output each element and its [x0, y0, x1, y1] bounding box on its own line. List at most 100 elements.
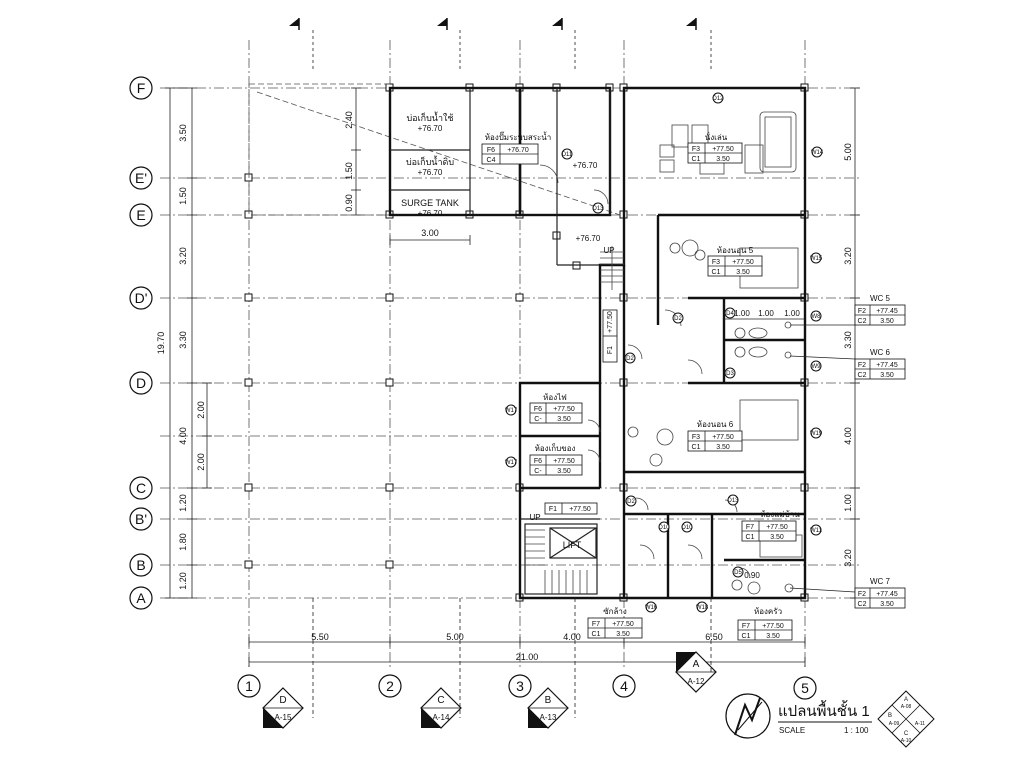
drawing-title-block: แปลนพื้นชั้น 1 SCALE 1 : 100	[778, 700, 872, 735]
room-name: ห้องไฟ	[543, 393, 567, 402]
tag-f: F7	[742, 623, 750, 630]
tag-fv: +77.50	[766, 524, 788, 531]
section-sheet: A-12	[688, 677, 705, 686]
section-letter: D	[279, 695, 286, 706]
dim-label: 2.40	[344, 111, 354, 129]
window-tag: W8	[812, 314, 822, 320]
dim-label: 1.00	[843, 494, 853, 512]
grid-col-label: 3	[516, 678, 524, 694]
tag-f: F3	[692, 434, 700, 441]
dim-label: 3.20	[843, 549, 853, 567]
dim-label: 3.50	[178, 124, 188, 142]
grid-row-label: B	[136, 557, 145, 573]
window-tag: W16	[645, 605, 658, 611]
dim-label: 3.00	[421, 228, 439, 238]
level-label: +76.70	[576, 234, 601, 243]
tag-f: F7	[746, 524, 754, 531]
dim-label: 1.50	[344, 162, 354, 180]
tag-c: C4	[487, 157, 496, 164]
dim-label: 5.00	[843, 143, 853, 161]
grid-row-bubbles: F E' E D' D C B' B A	[129, 76, 153, 610]
tag-cv: 3.50	[880, 601, 894, 608]
section-letter: B	[545, 695, 552, 706]
keyplan-label: A-11	[915, 721, 925, 727]
dim-label: 1.00	[784, 309, 800, 318]
tag-f: F7	[592, 621, 600, 628]
keyplan-label: A	[904, 697, 908, 703]
level-label: +76.70	[573, 161, 598, 170]
dim-label: 1.80	[178, 533, 188, 551]
dim-label: 5.00	[446, 632, 464, 642]
tag-c: C1	[712, 269, 721, 276]
window-tag: W14	[811, 150, 824, 156]
dim-label: 1.00	[734, 309, 750, 318]
window-tag: W11	[810, 528, 823, 534]
dim-label: 4.00	[563, 632, 581, 642]
tag-fv: +77.45	[876, 362, 898, 369]
dim-label: 1.00	[758, 309, 774, 318]
tag-fv: +77.50	[569, 506, 591, 513]
dim-label: 1.20	[178, 572, 188, 590]
section-marker: C A-14	[420, 598, 462, 729]
scale-value: 1 : 100	[844, 726, 869, 735]
door-window-tags: D11 D12 D13 D2 D2 D2 D3 D4 D5 D10 D10 D1…	[505, 92, 824, 613]
stair-label: UP	[529, 513, 540, 522]
grid-col-label: 4	[620, 678, 628, 694]
room-labels: บ่อเก็บน้ำใช้ +76.70 บ่อเก็บน้ำดิบ +76.7…	[401, 111, 800, 641]
dim-label: 1.20	[178, 494, 188, 512]
section-letter: C	[437, 695, 444, 706]
door-tag: D3	[726, 371, 734, 377]
section-marker: B A-13	[527, 598, 576, 729]
tag-cv: 3.50	[716, 156, 730, 163]
dim-label: 0.90	[344, 194, 354, 212]
door-tag: D10	[658, 525, 670, 531]
room-name: ซักล้าง	[603, 607, 627, 616]
tag-cv: 3.50	[736, 269, 750, 276]
dim-label: 4.00	[843, 427, 853, 445]
section-sheet: A-15	[275, 713, 292, 722]
room-name: ห้องปั๊มระบบสระน้ำ	[485, 131, 552, 142]
door-tag: D5	[734, 570, 742, 576]
section-sheet: A-14	[433, 713, 450, 722]
window-tag: W19	[810, 431, 823, 437]
door-tag: D13	[727, 498, 739, 504]
lift-label: LIFT	[563, 540, 582, 550]
tag-f: F3	[692, 146, 700, 153]
room-name: ห้องครัว	[754, 607, 782, 616]
tag-c: C1	[592, 631, 601, 638]
window-tag: W17	[505, 408, 518, 414]
dim-label: 1.50	[178, 187, 188, 205]
tag-f: F2	[858, 591, 866, 598]
tag-cv: 3.50	[880, 372, 894, 379]
tag-c: C1	[692, 444, 701, 451]
furniture	[627, 111, 803, 595]
wc-dimensions: 1.00 1.00 1.00 0.90	[724, 309, 805, 580]
tag-cv: 3.50	[716, 444, 730, 451]
room-name: ห้องแม่บ้าน	[760, 510, 800, 519]
dim-label: 4.00	[178, 427, 188, 445]
tag-c: C-	[534, 416, 542, 423]
tag-c: C2	[858, 318, 867, 325]
grid-col-label: 1	[245, 678, 253, 694]
door-tag: D2	[674, 316, 682, 322]
dim-label: 2.00	[196, 453, 206, 471]
dim-label: 3.30	[843, 331, 853, 349]
section-marker: A A-12	[675, 598, 717, 693]
grid-row-label: E	[136, 207, 145, 223]
tag-cv: 3.50	[616, 631, 630, 638]
tank-dimensions: 2.40 1.50 0.90 3.00	[344, 87, 471, 245]
stairs-lift	[524, 246, 624, 595]
left-dimensions: 3.50 1.50 3.20 3.30 4.00 1.20 1.80 1.20 …	[156, 87, 212, 599]
tag-cv: 3.50	[557, 468, 571, 475]
grid-col-label: 2	[386, 678, 394, 694]
grid-col-label: 5	[801, 680, 809, 696]
tag-f: F6	[534, 458, 542, 465]
window-tag: W15	[810, 256, 823, 262]
room-name: นั่งเล่น	[705, 131, 728, 142]
window-tag: W18	[696, 605, 709, 611]
tag-fv: +77.50	[732, 259, 754, 266]
dim-label: 3.30	[178, 331, 188, 349]
tag-fv: +77.50	[553, 458, 575, 465]
door-tag: D12	[712, 96, 724, 102]
